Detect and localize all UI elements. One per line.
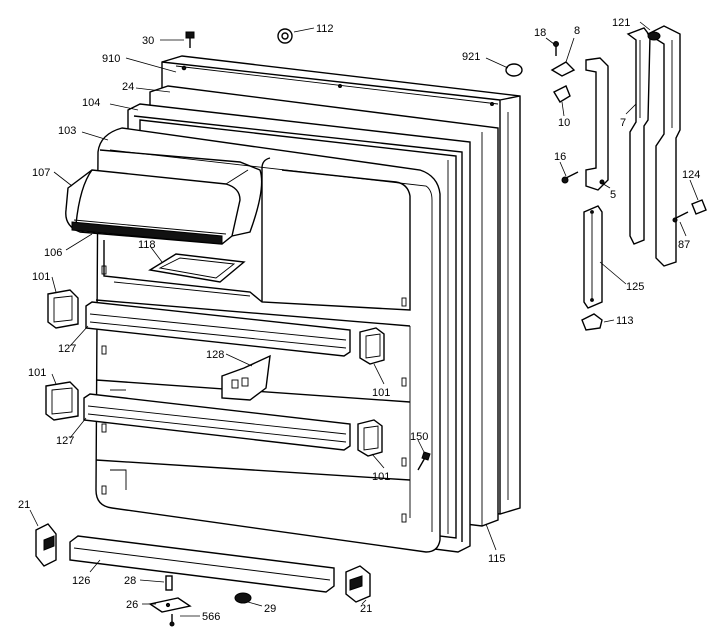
callout-28: 28 [124, 575, 136, 587]
plug-28 [165, 575, 173, 591]
callout-566: 566 [202, 611, 220, 623]
callout-126: 126 [72, 575, 90, 587]
callout-7: 7 [620, 117, 626, 129]
plug-921 [505, 63, 523, 77]
shelf-bracket-right-upper [359, 327, 385, 365]
shelf-bracket-loose-upper [47, 289, 79, 329]
callout-127-upper: 127 [58, 343, 76, 355]
callout-112: 112 [316, 23, 334, 35]
screw-150 [417, 451, 431, 471]
hinge-pin-8 [550, 61, 576, 77]
handle-trim-125 [583, 205, 603, 309]
leader-lines [29, 21, 699, 617]
callout-118: 118 [138, 239, 156, 251]
callout-26: 26 [126, 599, 138, 611]
callout-87: 87 [678, 239, 690, 251]
screw-18 [553, 41, 559, 56]
callout-104: 104 [82, 97, 100, 109]
bracket-26 [148, 597, 192, 627]
shelf-bracket-right-lower [357, 419, 383, 457]
hinge-bushing-10 [553, 85, 571, 103]
callout-101-right-lower: 101 [372, 471, 390, 483]
handle-7 [626, 27, 651, 245]
cap-124 [691, 199, 707, 215]
callout-101-loose-upper: 101 [32, 271, 50, 283]
callout-127-lower: 127 [56, 435, 74, 447]
butter-tray [148, 253, 246, 283]
callout-113: 113 [616, 315, 634, 327]
callout-101-right-upper: 101 [372, 387, 390, 399]
callout-10: 10 [558, 117, 570, 129]
handle-121 [646, 25, 681, 267]
screw-30 [185, 31, 195, 48]
callout-124: 124 [682, 169, 700, 181]
callout-106: 106 [44, 247, 62, 259]
callout-103: 103 [58, 125, 76, 137]
callout-8: 8 [574, 25, 580, 37]
callout-107: 107 [32, 167, 50, 179]
bottle-retainer [221, 354, 271, 401]
hinge-cover-right [345, 565, 371, 603]
shelf-bracket-loose-lower [45, 381, 79, 421]
bottom-trim [69, 535, 335, 593]
callout-labels: 30 112 910 24 104 103 107 106 118 101 12… [18, 17, 700, 623]
end-cap-113 [581, 313, 603, 331]
callout-21-left: 21 [18, 499, 30, 511]
callout-30: 30 [142, 35, 154, 47]
screw-16 [561, 171, 579, 184]
dairy-door [65, 149, 263, 245]
hinge-cover-left [35, 523, 57, 567]
callout-18: 18 [534, 27, 546, 39]
callout-910: 910 [102, 53, 120, 65]
callout-21-right: 21 [360, 603, 372, 615]
callout-29: 29 [264, 603, 276, 615]
shelf-rail-lower [83, 393, 351, 451]
plug-112 [277, 28, 293, 44]
callout-24: 24 [122, 81, 134, 93]
callout-150: 150 [410, 431, 428, 443]
stop-29 [234, 592, 252, 604]
hinge-bracket-5 [585, 57, 609, 191]
callout-101-loose-lower: 101 [28, 367, 46, 379]
callout-921: 921 [462, 51, 480, 63]
callout-125: 125 [626, 281, 644, 293]
callout-128: 128 [206, 349, 224, 361]
callout-121: 121 [612, 17, 630, 29]
callout-16: 16 [554, 151, 566, 163]
screw-87 [672, 211, 689, 223]
callout-5: 5 [610, 189, 616, 201]
callout-115: 115 [488, 553, 506, 565]
